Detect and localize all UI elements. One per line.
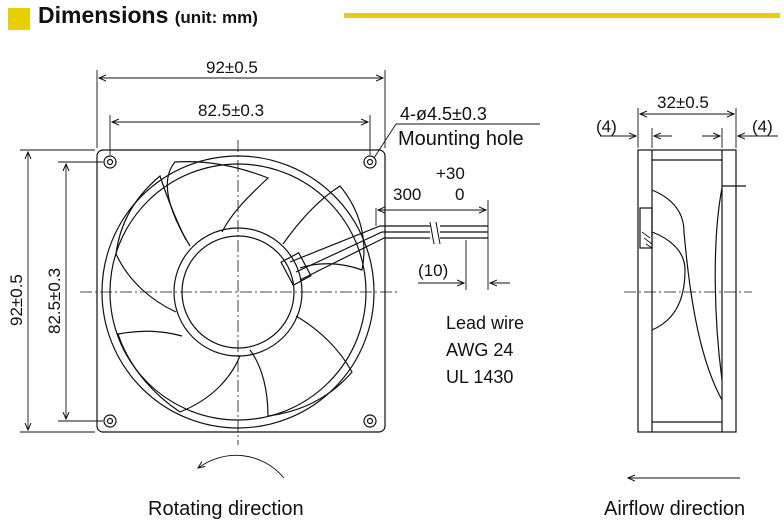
dim-wire-strip	[418, 240, 510, 290]
rotation-caption: Rotating direction	[148, 498, 304, 520]
dim-hole-pitch-height	[58, 161, 103, 422]
title-accent-bar	[344, 13, 780, 18]
fan-side-view	[637, 149, 746, 433]
flange-right-label: (4)	[752, 117, 773, 136]
title-accent-square	[8, 8, 30, 30]
front-centerlines	[80, 140, 400, 445]
fan-front-view	[96, 149, 488, 433]
rotation-arrow	[198, 454, 285, 479]
outer-height-label: 92±0.5	[7, 274, 26, 326]
lead-wire-line-1: Lead wire	[446, 313, 525, 333]
title-text: Dimensions	[38, 2, 169, 28]
mounting-hole-leader	[373, 123, 540, 159]
wire-grommet	[280, 252, 312, 286]
mounting-holes	[103, 155, 377, 428]
lead-wire-line-3: UL 1430	[446, 367, 514, 387]
flange-left-label: (4)	[596, 117, 617, 136]
lead-wire-line-2: AWG 24	[446, 340, 514, 360]
wire-strip-label: (10)	[418, 261, 449, 280]
wire-tolerance-plus: +30	[436, 164, 465, 183]
dim-outer-width	[96, 70, 386, 148]
dim-depth	[637, 108, 737, 148]
hole-pitch-height-label: 82.5±0.3	[45, 267, 64, 334]
lead-wire-bundle	[280, 221, 488, 286]
hole-pitch-width-label: 82.5±0.3	[198, 101, 265, 120]
airflow-caption: Airflow direction	[604, 498, 746, 520]
wire-tolerance-minus: 0	[455, 185, 465, 204]
page-title: Dimensions (unit: mm)	[38, 2, 258, 29]
depth-label: 32±0.5	[657, 93, 709, 112]
mounting-hole-label: Mounting hole	[398, 128, 524, 150]
unit-label: (unit: mm)	[174, 8, 258, 27]
mounting-hole-spec: 4-ø4.5±0.3	[400, 104, 487, 124]
dim-outer-height	[20, 149, 95, 433]
wire-length-label: 300	[393, 185, 422, 204]
outer-width-label: 92±0.5	[206, 58, 258, 77]
dim-flange	[600, 128, 778, 148]
dim-hole-pitch-width	[109, 115, 371, 155]
dim-wire-length	[375, 200, 489, 290]
